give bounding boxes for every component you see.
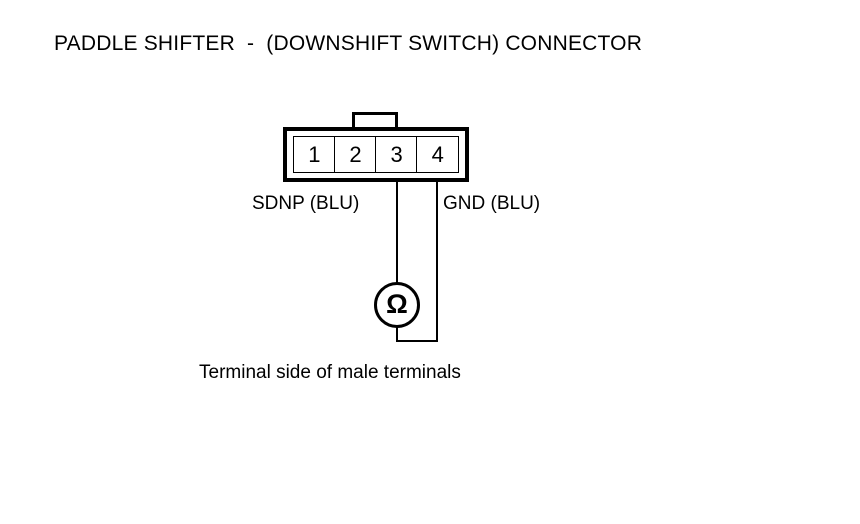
terminal-number-2: 2 [349, 141, 362, 167]
wire-return-segment [396, 340, 438, 342]
pin-label-sdnp: SDNP (BLU) [252, 193, 360, 214]
page-title: PADDLE SHIFTER - (DOWNSHIFT SWITCH) CONN… [54, 32, 643, 55]
pin-label-gnd: GND (BLU) [443, 193, 541, 214]
connector-latch-tab [352, 112, 398, 130]
ohmmeter-icon: Ω [374, 282, 420, 328]
terminal-number-3: 3 [390, 141, 403, 167]
terminal-number-1: 1 [308, 141, 321, 167]
terminal-cavity-4: 4 [416, 136, 459, 173]
terminal-cavity-2: 2 [334, 136, 377, 173]
diagram-caption: Terminal side of male terminals [199, 362, 461, 383]
terminal-number-4: 4 [431, 141, 444, 167]
connector-housing: 1 2 3 4 [283, 127, 469, 182]
ohm-symbol: Ω [386, 288, 408, 319]
terminal-cavity-1: 1 [293, 136, 336, 173]
connector-assembly: 1 2 3 4 [283, 112, 469, 182]
wire-pin4-lead [436, 180, 438, 342]
wire-pin3-to-meter [396, 180, 398, 284]
wire-meter-to-return [396, 327, 398, 342]
terminal-cavity-3: 3 [375, 136, 418, 173]
